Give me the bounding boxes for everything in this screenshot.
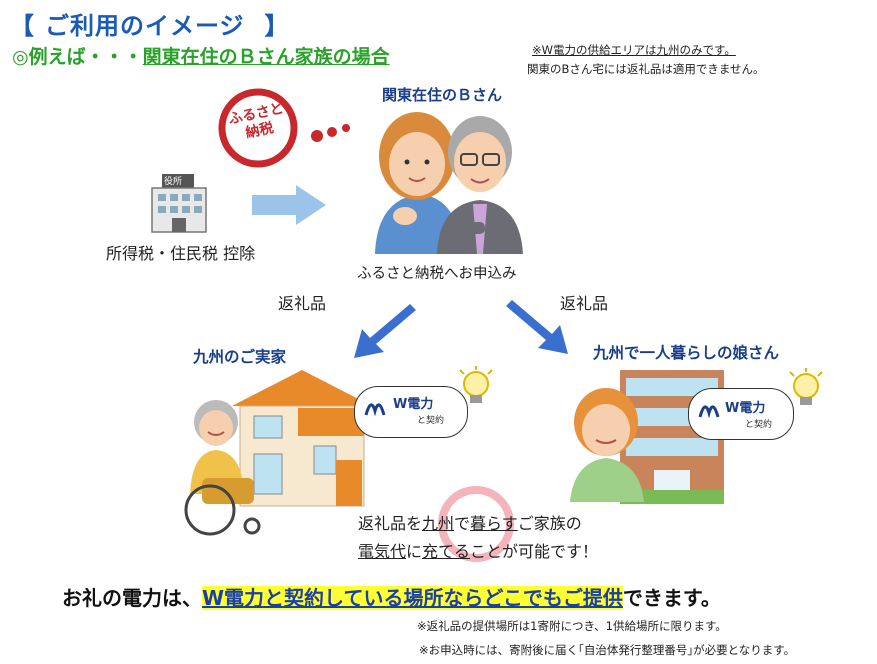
return-gift-right-label: 返礼品 [560, 294, 609, 313]
page-title: 【ご利用のイメージ】 [10, 6, 290, 41]
kanto-note: 関東のBさん宅には返礼品は適用できません。 [527, 62, 765, 76]
title-bracket-close: 】 [264, 12, 290, 40]
arrow-to-daughter [506, 300, 568, 354]
w-logo-icon [364, 403, 386, 417]
daughter-label: 九州で一人暮らしの娘さん [593, 344, 780, 362]
highlight-circle [438, 486, 514, 562]
area-note: ※W電力の供給エリアは九州のみです。 [532, 43, 736, 57]
tax-deduction-label: 所得税・住民税 控除 [106, 244, 256, 263]
woman-face [389, 132, 445, 196]
couple-illustration [375, 112, 523, 254]
arrow-to-parents [354, 304, 416, 358]
lightbulb-icon [789, 368, 823, 405]
woman-hand [393, 207, 417, 225]
footnote-2: ※お申込時には、寄附後に届く｢自治体発行整理番号｣が必要となります。 [419, 643, 796, 657]
title-text: ご利用のイメージ [45, 12, 245, 40]
bubble-parents: W電力 と契約 [354, 386, 468, 438]
return-gift-left-label: 返礼品 [278, 294, 327, 313]
bubble-sub-parents: と契約 [417, 416, 445, 426]
message-line-2: 電気代に充てることが可能です！ [358, 542, 599, 561]
house-illustration [232, 370, 372, 507]
stamp-ring [218, 88, 298, 168]
man-arms [451, 222, 485, 234]
daughter-illustration [570, 388, 644, 502]
furusato-stamp-graphic [218, 88, 350, 168]
b-family-label: 関東在住のＢさん [382, 86, 503, 104]
central-message: 返礼品を九州で暮らすご家族の 電気代に充てることが可能です！ [358, 510, 718, 566]
lightbulb-icon [459, 366, 493, 403]
bottom-before: お礼の電力は、 [62, 586, 202, 610]
title-bracket-open: 【 [10, 12, 35, 40]
bubble-sub-daughter: と契約 [745, 420, 773, 430]
bottom-after: できます。 [622, 586, 721, 610]
thought-dot-3 [342, 124, 350, 132]
bubble-daughter: W電力 と契約 [688, 388, 794, 440]
thought-dot-2 [327, 127, 337, 137]
city-hall-icon [151, 174, 207, 233]
parents-home-label: 九州のご実家 [193, 348, 287, 366]
example-heading: ◎例えば・・・関東在住のＢさん家族の場合 [12, 42, 390, 69]
w-logo-icon [698, 405, 720, 419]
grandmother-illustration [184, 400, 261, 536]
footnote-1: ※返礼品の提供場所は1寄附につき、1供給場所に限ります。 [417, 619, 727, 633]
bottom-highlight: W電力と契約している場所ならどこでもご提供 [202, 586, 623, 610]
bubble-brand-parents: W電力 [393, 397, 434, 412]
thought-dot-1 [311, 130, 323, 142]
message-line-1: 返礼品を九州で暮らすご家族の [358, 514, 582, 533]
apply-label: ふるさと納税へお申込み [357, 266, 517, 282]
bubble-brand-daughter: W電力 [725, 401, 766, 416]
stamp-face [228, 98, 288, 158]
man-face [454, 132, 506, 192]
bottom-statement: お礼の電力は、W電力と契約している場所ならどこでもご提供できます。 [62, 582, 721, 611]
city-hall-sign: 役所 [164, 177, 183, 187]
arrow-to-couple [252, 185, 326, 225]
example-prefix: ◎例えば・・・ [12, 46, 143, 68]
example-case: 関東在住のＢさん家族の場合 [142, 46, 390, 68]
